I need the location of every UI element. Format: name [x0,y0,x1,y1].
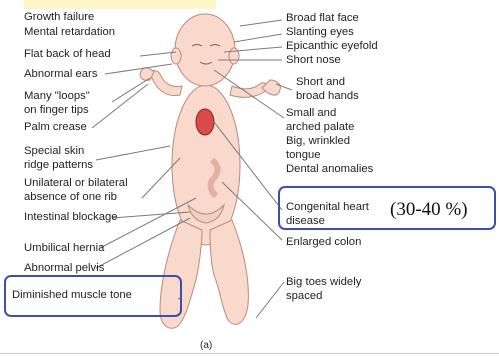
bottom-divider [0,353,499,354]
label-dental-anomalies: Dental anomalies [286,163,373,176]
left-arm [151,71,182,96]
label-palm-crease: Palm crease [24,121,87,134]
label-unilateral-bilateral: Unilateral or bilateral [24,177,128,190]
label-many-loops: Many "loops" [24,90,90,103]
label-epicanthic-eyefold: Epicanthic eyefold [286,40,378,53]
head [175,14,235,86]
label-absence-of-one-rib: absence of one rib [24,191,117,204]
annotation-percentage: (30-40 %) [390,199,468,221]
label-spaced: spaced [286,290,322,303]
label-broad-hands: broad hands [296,90,359,103]
label-broad-flat-face: Broad flat face [286,12,359,25]
right-leg [210,220,248,324]
label-ridge-patterns: ridge patterns [24,159,93,172]
label-arched-palate: arched palate [286,121,354,134]
label-big-toes-widely: Big toes widely [286,276,361,289]
right-hand [262,80,280,95]
label-short-and: Short and [296,76,345,89]
label-on-finger-tips: on finger tips [24,104,89,117]
label-tongue: tongue [286,149,321,162]
label-intestinal-blockage: Intestinal blockage [24,211,118,224]
label-big-wrinkled: Big, wrinkled [286,135,350,148]
label-short-nose: Short nose [286,54,341,67]
label-flat-back-of-head: Flat back of head [24,48,111,61]
label-enlarged-colon: Enlarged colon [286,236,361,249]
label-growth-failure: Growth failure [24,11,94,24]
label-slanting-eyes: Slanting eyes [286,26,354,39]
figure-caption: (a) [200,340,212,351]
left-ear [171,48,181,64]
label-small-and: Small and [286,107,336,120]
label-umbilical-hernia: Umbilical hernia [24,242,104,255]
label-mental-retardation: Mental retardation [24,26,115,39]
label-special-skin: Special skin [24,145,84,158]
label-abnormal-ears: Abnormal ears [24,68,97,81]
heart [196,109,214,135]
label-abnormal-pelvis: Abnormal pelvis [24,262,104,275]
highlight-box-muscle-tone [4,275,182,317]
